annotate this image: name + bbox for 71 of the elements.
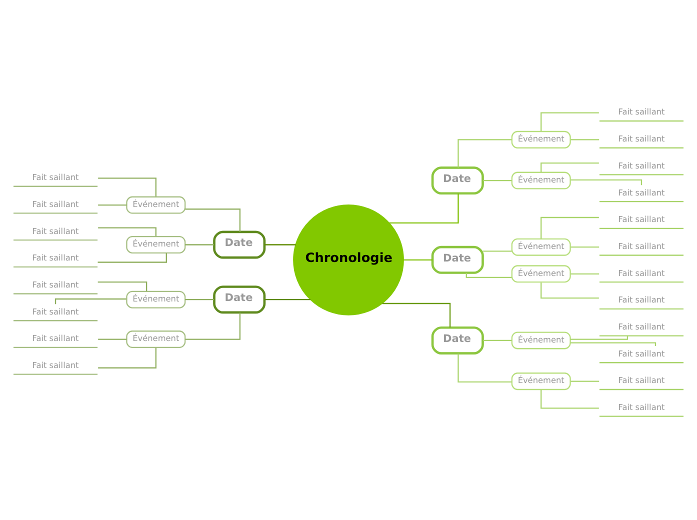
node-text: Fait saillant (32, 360, 79, 370)
node-text: Fait saillant (618, 348, 665, 358)
node-text: Fait saillant (32, 332, 79, 343)
connector (540, 389, 599, 408)
node-box: Date (431, 326, 484, 354)
connector (540, 282, 599, 298)
node-text: Fait saillant (618, 133, 665, 144)
node-box: Événement (126, 196, 186, 214)
connector (540, 112, 599, 131)
connector (98, 177, 156, 196)
connector (98, 252, 167, 262)
connector (458, 138, 512, 168)
node-box: Événement (126, 235, 186, 253)
connector (382, 302, 451, 328)
node-text: Fait saillant (618, 320, 665, 331)
connector (185, 312, 241, 340)
node-text: Fait saillant (618, 106, 665, 116)
node-text: Fait saillant (618, 214, 665, 224)
connector (98, 204, 127, 206)
node-box: Événement (511, 238, 571, 256)
node-box: Date (213, 285, 266, 314)
connector (98, 338, 127, 340)
node-box: Date (431, 245, 484, 274)
node-text: Fait saillant (618, 160, 665, 170)
connector (483, 179, 512, 181)
node-text: Fait saillant (618, 240, 665, 250)
node-box: Événement (126, 290, 186, 308)
node-text: Fait saillant (618, 267, 665, 278)
connector (570, 336, 628, 340)
connector (483, 339, 512, 341)
node-box: Date (213, 230, 266, 258)
connector (570, 138, 600, 140)
node-box: Événement (511, 171, 571, 189)
node-text: Fait saillant (618, 402, 665, 412)
connector (570, 178, 642, 185)
connector (185, 244, 214, 245)
node-text: Fait saillant (618, 294, 665, 304)
connector (185, 208, 241, 232)
connector (98, 347, 156, 368)
connector (540, 162, 599, 172)
node-text: Fait saillant (618, 374, 665, 385)
connector (98, 226, 156, 236)
node-text: Fait saillant (32, 306, 79, 316)
node-circle: Chronologie (293, 204, 404, 315)
connector (570, 380, 600, 382)
node-text: Fait saillant (618, 186, 665, 197)
connector (403, 258, 432, 260)
connector (570, 342, 656, 346)
node-box: Événement (511, 264, 571, 282)
connector (54, 298, 126, 304)
node-text: Fait saillant (32, 278, 79, 289)
connector (264, 244, 296, 245)
connector (570, 272, 600, 274)
connector (570, 246, 600, 248)
connector (264, 298, 310, 300)
node-box: Événement (511, 372, 571, 390)
connector (98, 281, 148, 291)
node-box: Événement (511, 130, 571, 148)
connector (458, 353, 512, 382)
node-box: Événement (126, 330, 186, 348)
node-box: Date (431, 166, 484, 194)
connector (466, 272, 512, 278)
node-text: Fait saillant (32, 198, 79, 208)
node-text: Fait saillant (32, 225, 79, 236)
connector (389, 193, 459, 224)
connector (483, 250, 512, 252)
node-text: Fait saillant (32, 172, 79, 182)
node-text: Fait saillant (32, 252, 79, 262)
connector (185, 298, 214, 300)
connector (540, 216, 599, 238)
node-box: Événement (511, 331, 571, 349)
